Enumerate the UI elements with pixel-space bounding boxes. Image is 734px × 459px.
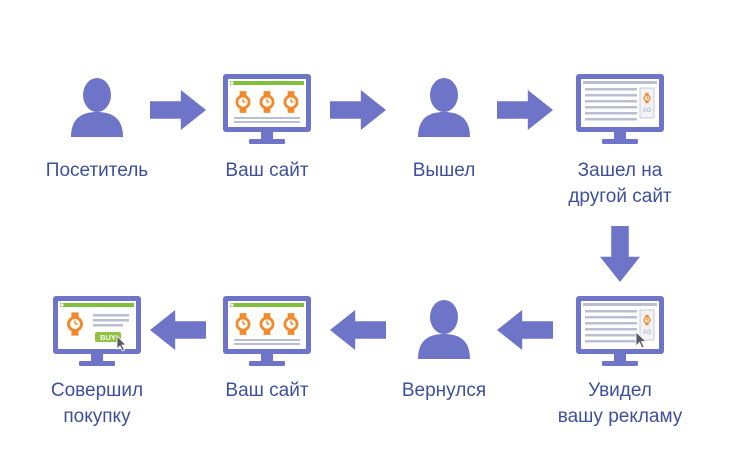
- step-label-line: Зашел на: [577, 160, 663, 181]
- arrow-right-icon: [150, 90, 206, 135]
- person-icon: [67, 75, 127, 144]
- step-label-line: покупку: [63, 406, 131, 427]
- arrow-right-icon: [330, 90, 386, 135]
- step-label: Ваш сайт: [182, 378, 352, 404]
- arrow-left-icon: [497, 310, 553, 355]
- step-label-line: Вернулся: [401, 380, 487, 401]
- step-label-line: другой сайт: [568, 186, 672, 207]
- svg-text:AD: AD: [643, 108, 652, 114]
- svg-text:AD: AD: [643, 330, 652, 336]
- step-label: Вернулся: [359, 378, 529, 404]
- step-label: Увидел вашу рекламу: [535, 378, 705, 430]
- step-label-line: Вышел: [412, 160, 476, 181]
- step-label: Совершил покупку: [12, 378, 182, 430]
- monitor-ad-icon: AD: [574, 72, 666, 151]
- step-label: Вышел: [359, 158, 529, 184]
- arrow-left-icon: [150, 310, 206, 355]
- monitor-buy-icon: BUY: [51, 294, 143, 373]
- step-label: Зашел на другой сайт: [535, 158, 705, 210]
- monitor-watches-icon: [221, 294, 313, 373]
- monitor-watches-icon: [221, 72, 313, 151]
- step-label-line: Ваш сайт: [225, 160, 309, 181]
- person-icon: [414, 297, 474, 366]
- step-label-line: Совершил: [50, 380, 144, 401]
- step-label-line: Ваш сайт: [225, 380, 309, 401]
- step-label: Посетитель: [12, 158, 182, 184]
- arrow-left-icon: [330, 310, 386, 355]
- step-label-line: вашу рекламу: [557, 406, 683, 427]
- arrow-down-icon: [600, 226, 640, 287]
- arrow-right-icon: [497, 90, 553, 135]
- monitor-ad-click-icon: AD: [574, 294, 666, 373]
- person-icon: [414, 75, 474, 144]
- svg-text:BUY: BUY: [100, 333, 116, 342]
- step-label: Ваш сайт: [182, 158, 352, 184]
- step-label-line: Посетитель: [45, 160, 149, 181]
- step-label-line: Увидел: [588, 380, 652, 401]
